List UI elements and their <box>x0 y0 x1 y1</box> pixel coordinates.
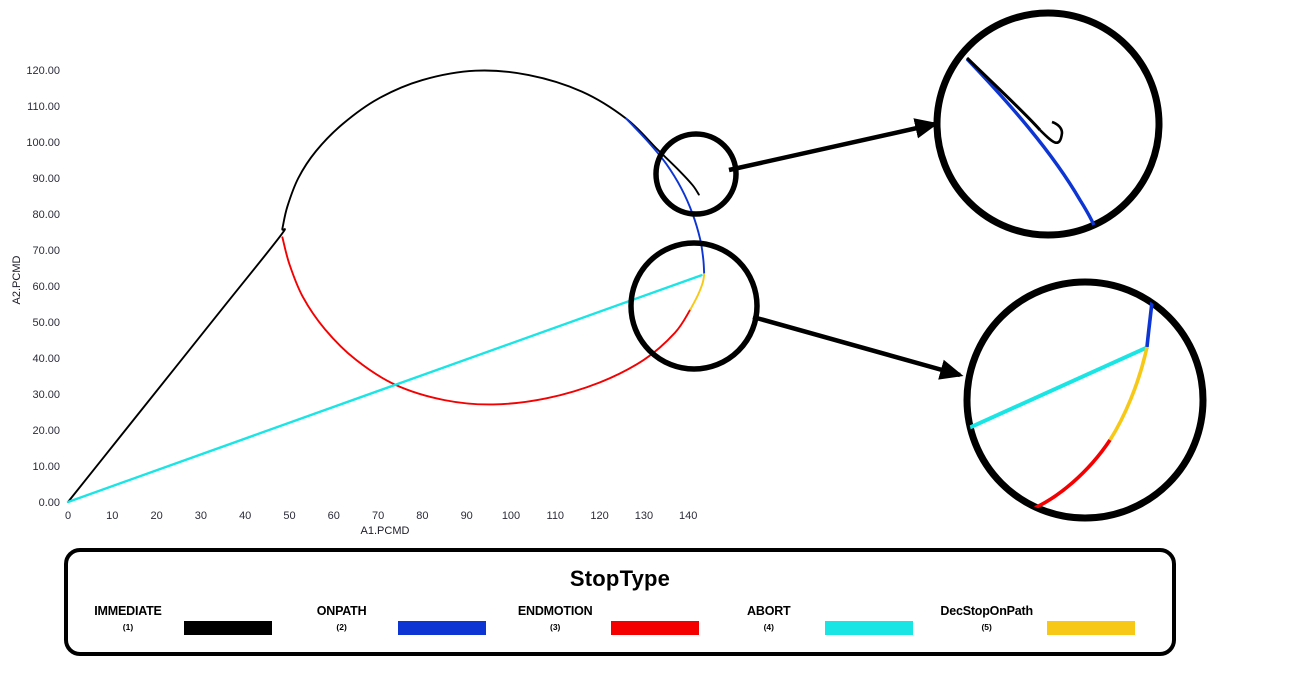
legend-item-text: ONPATH (2) <box>300 604 384 632</box>
magnified-immediate-curve <box>965 56 1042 131</box>
y-axis-tick-labels: 0.00 10.00 20.00 30.00 40.00 50.00 60.00 70.00 8… <box>26 65 60 509</box>
bottom-detail-arrow <box>752 314 964 380</box>
x-tick-label: 60 <box>328 510 340 522</box>
legend-item-label: DecStopOnPath <box>940 604 1033 618</box>
x-tick-label: 120 <box>590 510 608 522</box>
y-tick-label: 10.00 <box>32 461 60 473</box>
magnified-abort-line <box>967 345 1149 434</box>
x-tick-label: 140 <box>679 510 697 522</box>
y-tick-label: 40.00 <box>32 353 60 365</box>
series-path-immediate <box>67 69 700 503</box>
legend-item-text: ENDMOTION (3) <box>513 604 597 632</box>
x-tick-label: 50 <box>283 510 295 522</box>
callout-arrow-group <box>728 118 964 380</box>
y-tick-label: 60.00 <box>32 281 60 293</box>
x-axis-title: A1.PCMD <box>361 525 410 537</box>
y-tick-label: 100.00 <box>26 137 60 149</box>
y-tick-label: 110.00 <box>27 101 60 113</box>
legend-item-text: DecStopOnPath (5) <box>940 604 1033 632</box>
top-detail-arrow <box>728 118 939 173</box>
legend-color-swatch <box>611 621 700 635</box>
legend-color-swatch <box>184 621 272 635</box>
y-tick-label: 90.00 <box>32 173 60 185</box>
legend-item-label: ONPATH <box>316 604 367 618</box>
magnified-onpath-segment <box>1145 301 1154 348</box>
legend-color-swatch <box>397 621 486 635</box>
legend-item-text: ABORT (4) <box>727 604 811 632</box>
legend-item-onpath[interactable]: ONPATH (2) <box>300 604 514 635</box>
x-tick-label: 80 <box>416 510 428 522</box>
x-tick-label: 10 <box>106 510 118 522</box>
legend-color-swatch <box>1046 621 1135 635</box>
bottom-detail-source <box>628 240 760 372</box>
y-axis-title: A2.PCMD <box>11 255 23 304</box>
y-tick-label: 70.00 <box>32 245 60 257</box>
x-tick-label: 110 <box>547 510 565 522</box>
legend-item-label: ABORT <box>747 604 791 618</box>
legend-item-decstoponpath[interactable]: DecStopOnPath (5) <box>940 604 1154 635</box>
magnified-decstop-segment <box>1108 346 1149 441</box>
y-tick-label: 50.00 <box>32 317 60 329</box>
series-path-onpath <box>625 117 706 275</box>
legend-item-text: IMMEDIATE (1) <box>86 604 170 632</box>
series-path-abort <box>66 274 703 504</box>
y-tick-label: 0.00 <box>39 497 60 509</box>
x-axis-tick-labels: 0 10 20 30 40 50 60 70 80 90 100 110 120 130 140 <box>65 510 697 522</box>
legend-item-label: ENDMOTION <box>517 604 593 618</box>
legend-item-label: IMMEDIATE <box>94 604 162 618</box>
data-series-group <box>66 69 706 504</box>
x-tick-label: 20 <box>150 510 162 522</box>
top-detail-source <box>653 131 739 217</box>
y-tick-label: 20.00 <box>32 425 60 437</box>
y-tick-label: 30.00 <box>32 389 60 401</box>
series-path-decstoponpath <box>689 273 706 311</box>
detail-circle-group <box>628 131 760 372</box>
legend-panel: StopType IMMEDIATE (1) ONPATH (2) ENDMOTION (… <box>64 548 1176 656</box>
x-tick-label: 90 <box>461 510 473 522</box>
legend-item-endmotion[interactable]: ENDMOTION (3) <box>513 604 727 635</box>
x-tick-label: 40 <box>239 510 251 522</box>
bottom-magnifier <box>963 278 1207 522</box>
y-tick-label: 80.00 <box>32 209 60 221</box>
magnified-immediate-tail <box>1039 120 1064 144</box>
x-tick-label: 30 <box>195 510 207 522</box>
legend-item-index: (4) <box>763 622 774 632</box>
top-magnifier <box>933 9 1163 239</box>
magnified-onpath-curve <box>965 57 1100 235</box>
x-tick-label: 0 <box>65 510 71 522</box>
x-tick-label: 70 <box>372 510 384 522</box>
x-tick-label: 130 <box>635 510 653 522</box>
series-path-endmotion <box>281 236 692 406</box>
y-tick-label: 120.00 <box>26 65 60 77</box>
legend-items: IMMEDIATE (1) ONPATH (2) ENDMOTION (3) ABORT (4… <box>68 604 1172 635</box>
legend-item-immediate[interactable]: IMMEDIATE (1) <box>86 604 300 635</box>
legend-item-index: (2) <box>336 622 347 632</box>
legend-item-abort[interactable]: ABORT (4) <box>727 604 941 635</box>
x-tick-label: 100 <box>502 510 520 522</box>
legend-item-index: (1) <box>122 622 134 632</box>
legend-item-index: (3) <box>549 622 561 632</box>
legend-title: StopType <box>569 566 671 591</box>
legend-item-index: (5) <box>981 622 992 632</box>
legend-color-swatch <box>824 621 913 635</box>
